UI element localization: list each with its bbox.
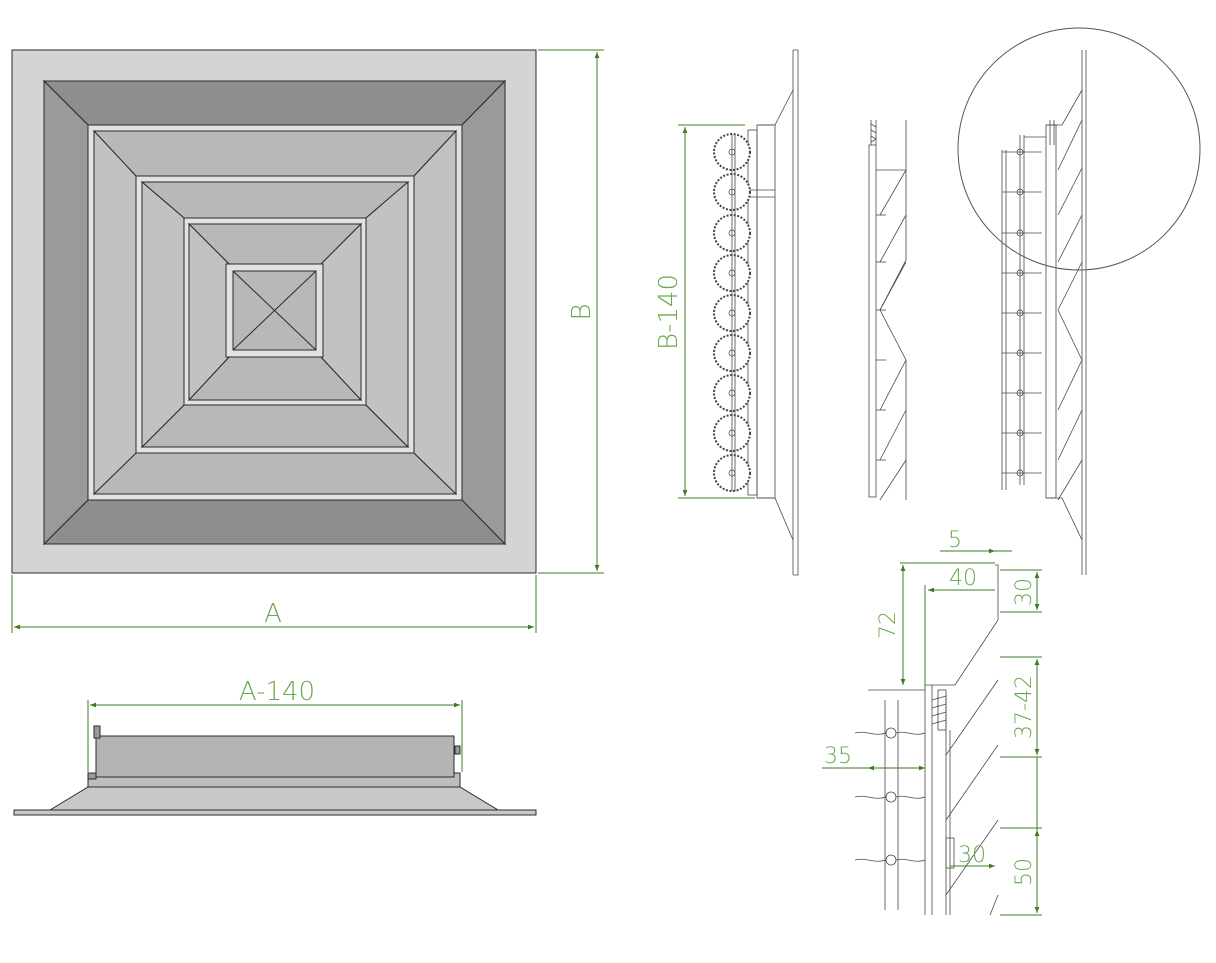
detail-dimensions: 5 40 72 30 37-42 50 35 30 [822, 528, 1042, 916]
dimension-a: A [11, 575, 537, 633]
label-37-42: 37-42 [1012, 675, 1037, 739]
label-a-140: A-140 [239, 677, 315, 707]
label-30-bottom: 30 [958, 843, 986, 868]
label-a: A [264, 599, 282, 629]
detail-view [854, 564, 999, 916]
dimension-a-140: A-140 [87, 677, 463, 772]
detail-circle [957, 27, 1201, 271]
label-b-140: B-140 [654, 274, 684, 350]
linkage-pins [1002, 148, 1042, 477]
label-b: B [567, 303, 597, 320]
label-5: 5 [948, 528, 962, 553]
label-72: 72 [876, 611, 901, 639]
detail-pins [854, 727, 926, 866]
dimension-b-140: B-140 [654, 124, 755, 499]
label-35: 35 [824, 744, 852, 769]
section-view-blades [868, 120, 907, 501]
dimension-b: B [538, 49, 604, 574]
label-50: 50 [1012, 858, 1037, 886]
front-view [11, 49, 537, 574]
label-40-dim: 40 [949, 566, 977, 591]
damper-gears [713, 133, 751, 492]
section-view-dampers [713, 49, 799, 576]
section-view-assembled [957, 27, 1201, 575]
side-elevation [13, 725, 537, 816]
label-30-top: 30 [1012, 578, 1037, 606]
